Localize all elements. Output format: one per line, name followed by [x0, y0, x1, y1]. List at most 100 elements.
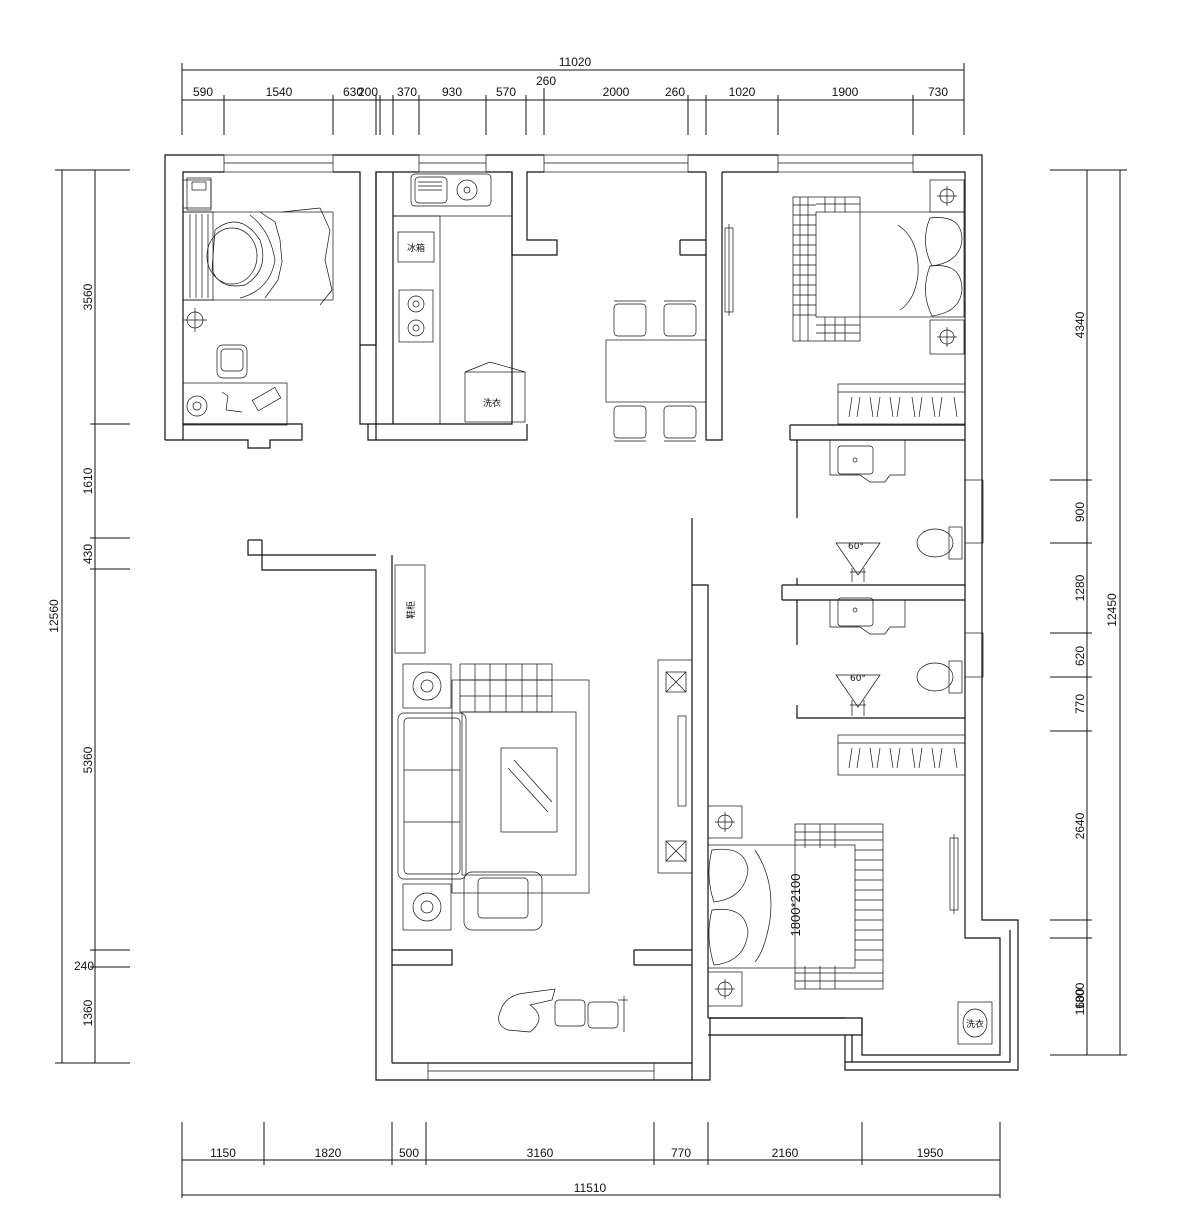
right-dim-7: 1600 — [1073, 988, 1087, 1015]
top-dim-6: 930 — [442, 85, 462, 99]
bottom-dim-3: 500 — [399, 1146, 419, 1160]
top-dim-11: 1020 — [729, 85, 756, 99]
king-bed — [707, 844, 856, 969]
area-rug — [451, 679, 590, 894]
top-dim-10: 260 — [665, 85, 685, 99]
washing-machine: 洗衣 — [464, 361, 526, 423]
tv-cabinet — [657, 659, 693, 874]
pillow — [708, 848, 749, 903]
left-dim-2: 1610 — [81, 467, 95, 494]
desk-chair — [216, 344, 248, 379]
left-total-dim: 12560 — [47, 599, 61, 633]
left-dim-3: 430 — [81, 544, 95, 564]
bed-frame-pattern — [794, 823, 884, 990]
top-dim-2: 1540 — [266, 85, 293, 99]
cabinet-label: 鞋柜 — [405, 601, 417, 619]
vanity — [829, 600, 906, 635]
nightstand-lamp-top — [182, 179, 212, 209]
shower-icon: 60° — [835, 674, 881, 716]
living-room: 鞋柜 — [394, 564, 693, 1033]
top-dim-9: 2000 — [603, 85, 630, 99]
left-dim-6: 1360 — [81, 999, 95, 1026]
left-dim-1: 3560 — [81, 283, 95, 310]
bed-size-label: 1800*2100 — [788, 874, 803, 937]
top-dim-5: 370 — [397, 85, 417, 99]
bottom-dimensions: 1150 1820 500 3160 770 2160 1950 11510 — [181, 1122, 1001, 1198]
armchair — [463, 871, 543, 931]
ottoman-grid — [459, 663, 553, 713]
kitchen-counter-top — [392, 171, 513, 217]
outlet-box — [186, 177, 212, 211]
balcony-washer-label: 洗衣 — [966, 1018, 984, 1030]
lamp-icon — [183, 308, 207, 332]
basin-icon — [837, 445, 874, 475]
bottom-dim-5: 770 — [671, 1146, 691, 1160]
dining-chair-2 — [663, 300, 697, 337]
top-dim-3: 630 — [343, 85, 363, 99]
wall-mirror — [724, 224, 734, 316]
right-dim-2: 900 — [1073, 502, 1087, 522]
coffee-table — [500, 747, 558, 833]
left-dim-4: 5360 — [81, 746, 95, 773]
sofa — [397, 712, 467, 880]
toilet-icon — [916, 526, 963, 560]
bedroom-top-right — [792, 179, 966, 425]
top-dimensions: 11020 590 1540 630 200 370 930 570 260 2… — [181, 55, 965, 135]
double-bed — [815, 211, 965, 318]
bed-frame-pattern — [792, 196, 861, 342]
bathroom-2: 60° — [829, 597, 963, 716]
toilet-icon — [916, 660, 963, 694]
bottom-dim-6: 2160 — [772, 1146, 799, 1160]
top-dim-12: 1900 — [832, 85, 859, 99]
bottom-dim-4: 3160 — [527, 1146, 554, 1160]
walls — [164, 154, 1019, 1081]
right-dim-8: 1800 — [1073, 982, 1087, 1009]
kitchen-counter-side — [392, 215, 441, 425]
wardrobe-2 — [837, 734, 966, 776]
master-bedroom: 1800*2100 洗衣 — [707, 805, 993, 1045]
dining-chair-4 — [663, 405, 697, 442]
shower-angle-label: 60° — [848, 542, 864, 552]
single-bed — [182, 207, 334, 306]
right-dim-3: 1280 — [1073, 574, 1087, 601]
pillow — [708, 908, 749, 966]
basin-icon — [837, 597, 874, 627]
shoe-cabinet: 鞋柜 — [394, 564, 426, 654]
sink-icon — [410, 173, 492, 207]
desk — [182, 382, 288, 426]
lamp-icon — [707, 971, 743, 1007]
bottom-total-dim: 11510 — [574, 1181, 607, 1195]
right-dim-4: 620 — [1073, 646, 1087, 666]
lamp-icon — [929, 319, 965, 355]
bottom-dim-7: 1950 — [917, 1146, 944, 1160]
wardrobe — [837, 383, 966, 425]
bottom-dim-2: 1820 — [315, 1146, 342, 1160]
right-total-dim: 12450 — [1105, 593, 1119, 627]
right-dim-1: 4340 — [1073, 311, 1087, 338]
left-dim-5: 240 — [74, 959, 94, 973]
washer-label: 洗衣 — [483, 397, 501, 409]
fridge-label: 冰箱 — [407, 242, 425, 254]
pillows — [897, 217, 963, 317]
stove-icon — [398, 289, 434, 343]
dining-area — [605, 224, 734, 442]
bathroom-1: 60° — [829, 440, 963, 582]
top-dim-4: 200 — [358, 85, 378, 99]
bedroom-small — [182, 177, 334, 426]
top-dim-1: 590 — [193, 85, 213, 99]
left-dimensions: 12560 3560 1610 430 5360 240 1360 — [47, 169, 130, 1064]
right-dimensions: 4340 900 1280 620 770 2640 1600 1800 124… — [1050, 169, 1127, 1056]
bottom-dim-1: 1150 — [210, 1146, 236, 1160]
side-table-lamp — [402, 883, 452, 931]
kitchen: 冰箱 洗衣 — [392, 171, 526, 425]
top-dim-8: 260 — [536, 74, 556, 88]
fridge: 冰箱 — [397, 231, 435, 263]
dining-chair-3 — [613, 405, 647, 442]
vanity — [829, 440, 906, 483]
dining-table — [605, 339, 707, 403]
shower-icon: 60° — [835, 542, 881, 582]
lamp-icon — [707, 805, 743, 839]
wall-mirror — [949, 834, 959, 914]
exercise-bike — [498, 988, 628, 1033]
